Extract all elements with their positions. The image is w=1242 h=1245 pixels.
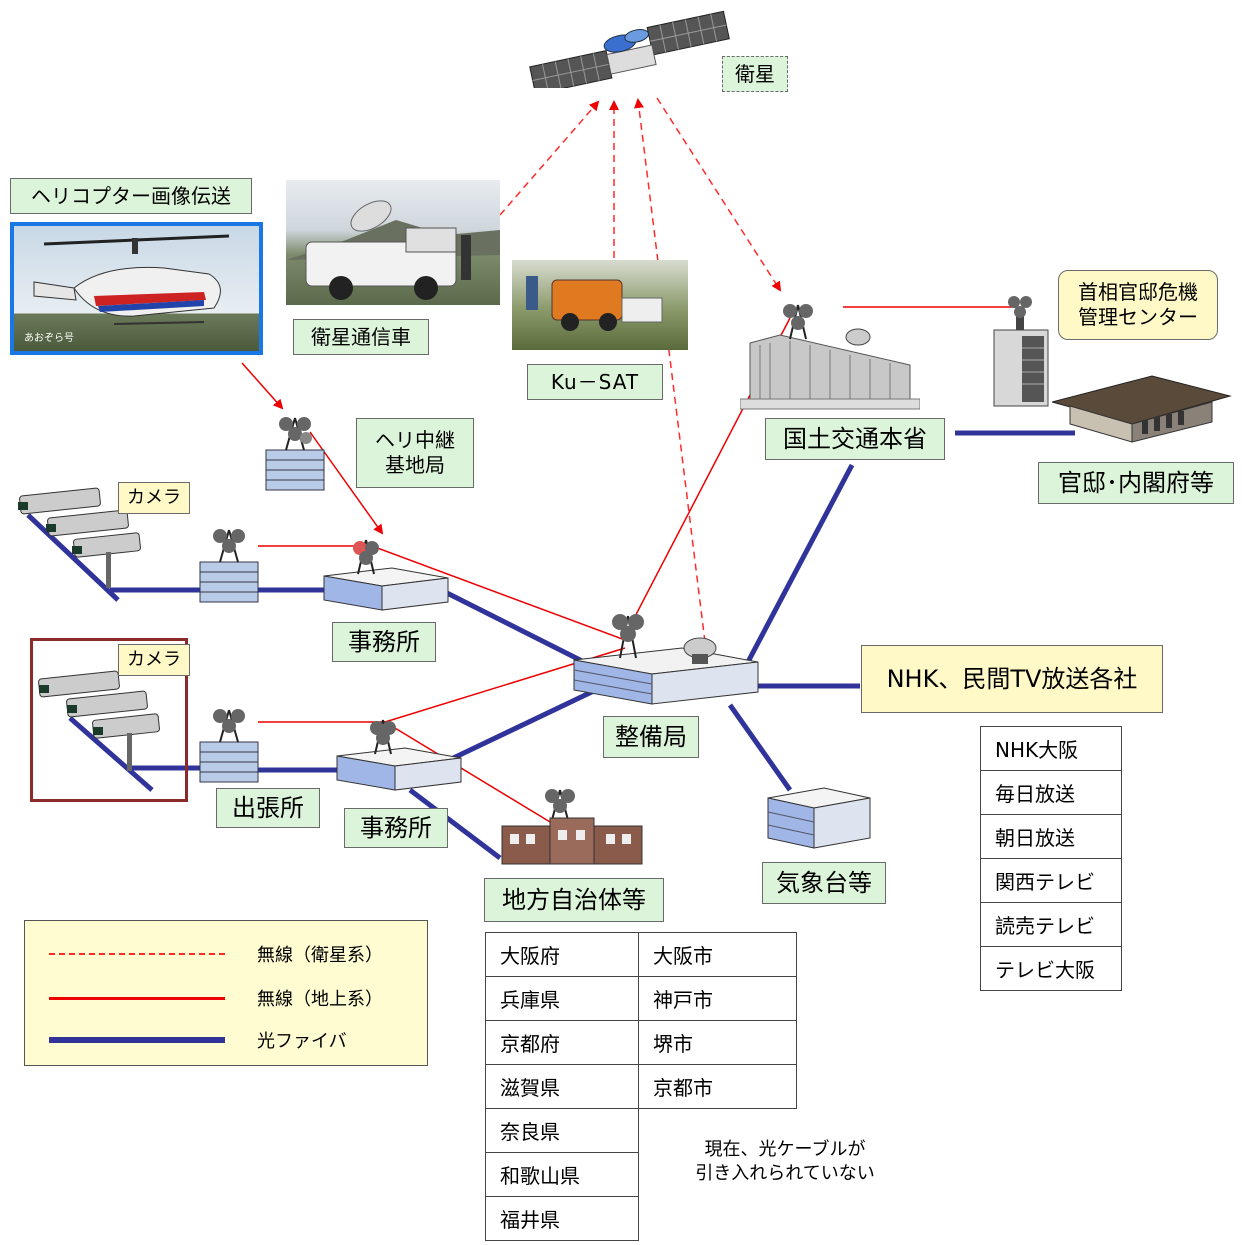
cities-table: 大阪市神戸市堺市京都市	[638, 932, 797, 1109]
bureau-icon	[572, 600, 762, 706]
satellite-radio-lines	[499, 97, 782, 643]
legend-item-satellite-radio: 無線（衛星系）	[25, 939, 427, 969]
legend-swatch-thick	[49, 1037, 225, 1043]
table-cell: 大阪市	[638, 932, 797, 977]
office-bottom-icon	[335, 710, 463, 792]
table-row: 大阪府	[485, 932, 639, 977]
table-cell: 福井県	[485, 1196, 639, 1241]
table-cell: 読売テレビ	[980, 902, 1122, 947]
ku-sat-label: Ku－SAT	[527, 364, 663, 400]
table-cell: 朝日放送	[980, 814, 1122, 859]
camera-label-bottom: カメラ	[118, 644, 190, 676]
table-row: 京都府	[485, 1020, 639, 1065]
heli-relay-label: ヘリ中継 基地局	[356, 418, 474, 488]
ku-sat-photo	[512, 260, 688, 350]
table-cell: 滋賀県	[485, 1064, 639, 1109]
mlit-hq-label: 国土交通本省	[765, 418, 945, 460]
table-cell: 関西テレビ	[980, 858, 1122, 903]
terrestrial-radio-lines	[241, 306, 1020, 829]
table-row: 読売テレビ	[980, 902, 1122, 947]
weather-office-label: 気象台等	[762, 862, 886, 904]
table-cell: 京都府	[485, 1020, 639, 1065]
satellite-icon	[523, 8, 733, 88]
weather-office-icon	[766, 782, 872, 852]
branch-label: 出張所	[216, 788, 320, 828]
table-cell: 兵庫県	[485, 976, 639, 1021]
table-row: 京都市	[638, 1064, 797, 1109]
heli-photo-caption: あおぞら号	[24, 332, 74, 344]
relay-station-bottom-icon	[196, 702, 262, 784]
office-bottom-label: 事務所	[344, 808, 448, 848]
pm-crisis-center-icon	[988, 290, 1054, 408]
table-cell: 和歌山県	[485, 1152, 639, 1197]
pm-crisis-center-label: 首相官邸危機 管理センター	[1058, 270, 1218, 340]
fiber-lines	[26, 430, 1075, 860]
table-cell: 毎日放送	[980, 770, 1122, 815]
table-cell: 大阪府	[485, 932, 639, 977]
heli-transmission-label: ヘリコプター画像伝送	[10, 178, 252, 214]
table-row: 朝日放送	[980, 814, 1122, 859]
table-cell: NHK大阪	[980, 726, 1122, 771]
table-row: テレビ大阪	[980, 946, 1122, 991]
table-row: 大阪市	[638, 932, 797, 977]
satellite-label: 衛星	[722, 56, 788, 92]
table-cell: 京都市	[638, 1064, 797, 1109]
legend-label: 無線（衛星系）	[257, 945, 383, 966]
office-top-label: 事務所	[332, 622, 436, 662]
nhk-tv-label: NHK、民間TV放送各社	[861, 645, 1163, 713]
legend-swatch-solid	[49, 997, 225, 1000]
table-row: 堺市	[638, 1020, 797, 1065]
sat-vehicle-label: 衛星通信車	[293, 319, 429, 355]
mlit-hq-icon	[740, 295, 920, 413]
legend-swatch-dashed	[49, 953, 225, 955]
table-cell: 奈良県	[485, 1108, 639, 1153]
table-row: 毎日放送	[980, 770, 1122, 815]
kantei-icon	[1052, 372, 1232, 446]
camera-group-top	[14, 484, 144, 600]
legend-label: 無線（地上系）	[257, 989, 383, 1010]
relay-station-top-icon	[196, 522, 262, 604]
office-top-icon	[322, 530, 450, 612]
table-row: 奈良県	[485, 1108, 639, 1153]
legend-label: 光ファイバ	[257, 1031, 347, 1052]
bureau-label: 整備局	[603, 716, 699, 758]
table-row: 福井県	[485, 1196, 639, 1241]
legend-item-terrestrial-radio: 無線（地上系）	[25, 983, 427, 1013]
kantei-label: 官邸･内閣府等	[1038, 462, 1234, 504]
legend-item-fiber: 光ファイバ	[25, 1025, 427, 1055]
table-row: 滋賀県	[485, 1064, 639, 1109]
sat-vehicle-photo	[286, 180, 500, 305]
heli-relay-station-icon	[262, 410, 328, 492]
table-row: 兵庫県	[485, 976, 639, 1021]
table-row: 関西テレビ	[980, 858, 1122, 903]
table-row: 和歌山県	[485, 1152, 639, 1197]
table-row: NHK大阪	[980, 726, 1122, 771]
table-row: 神戸市	[638, 976, 797, 1021]
broadcasters-table: NHK大阪毎日放送朝日放送関西テレビ読売テレビテレビ大阪	[980, 726, 1122, 991]
table-cell: 堺市	[638, 1020, 797, 1065]
local-gov-label: 地方自治体等	[484, 878, 664, 922]
table-cell: 神戸市	[638, 976, 797, 1021]
prefectures-table: 大阪府兵庫県京都府滋賀県奈良県和歌山県福井県	[485, 932, 639, 1241]
helicopter-photo: あおぞら号	[10, 222, 263, 355]
legend: 無線（衛星系） 無線（地上系） 光ファイバ	[24, 920, 428, 1066]
camera-group-bottom	[30, 638, 188, 802]
camera-label-top: カメラ	[118, 482, 190, 514]
table-cell: テレビ大阪	[980, 946, 1122, 991]
fiber-not-installed-note: 現在、光ケーブルが 引き入れられていない	[695, 1139, 875, 1185]
local-gov-icon	[500, 780, 644, 866]
